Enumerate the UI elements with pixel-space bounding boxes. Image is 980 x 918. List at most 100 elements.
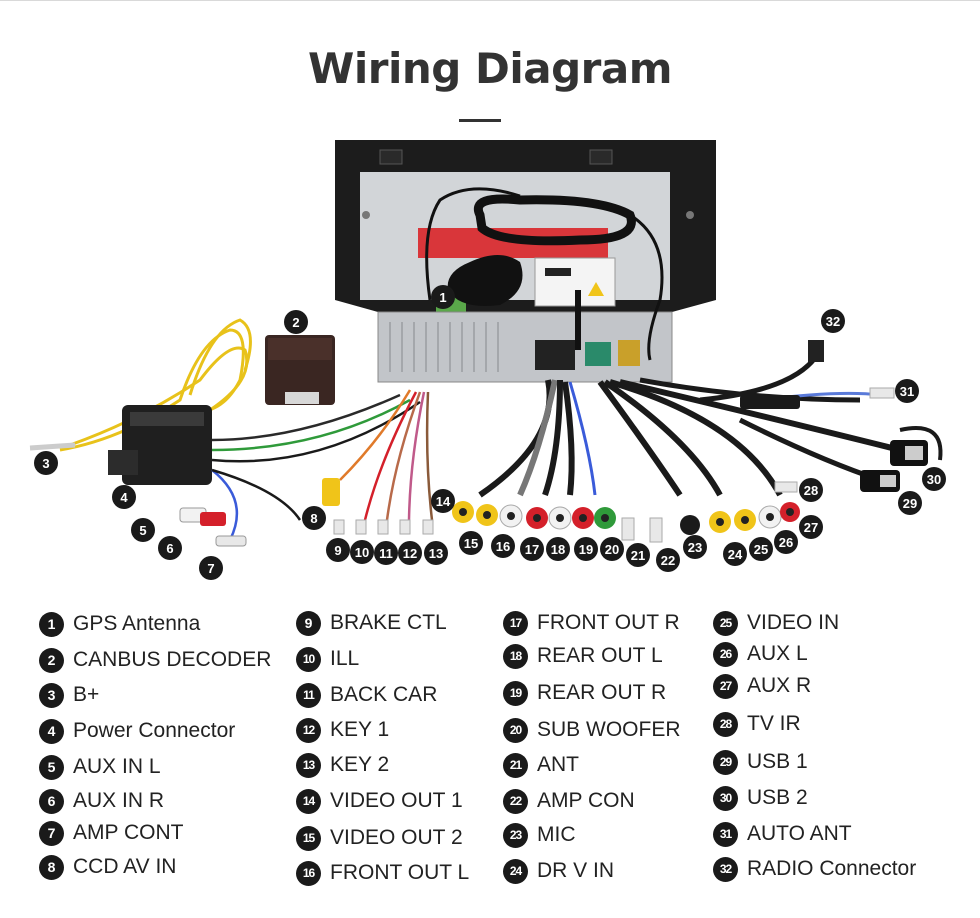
legend-label: CCD AV IN	[73, 855, 177, 878]
legend-label: AUX L	[747, 642, 808, 665]
callout-27: 27	[799, 515, 823, 539]
legend-label: USB 1	[747, 750, 808, 773]
legend-label: CANBUS DECODER	[73, 648, 272, 671]
legend-badge: 1	[39, 611, 64, 637]
legend-item-30: 30 USB 2	[713, 784, 808, 812]
callout-5: 5	[131, 518, 155, 542]
callout-23: 23	[683, 535, 707, 559]
svg-text:29: 29	[903, 496, 917, 511]
callout-26: 26	[774, 530, 798, 554]
callout-18: 18	[546, 537, 570, 561]
svg-text:8: 8	[310, 511, 317, 526]
callout-13: 13	[424, 541, 448, 565]
svg-text:30: 30	[927, 472, 941, 487]
legend-item-26: 26 AUX L	[713, 640, 808, 668]
svg-text:16: 16	[496, 539, 510, 554]
legend-label: AUX IN R	[73, 789, 165, 812]
legend-badge: 6	[39, 788, 64, 814]
callout-21: 21	[626, 543, 650, 567]
callout-7: 7	[199, 556, 223, 580]
svg-text:25: 25	[754, 542, 768, 557]
legend-item-6: 6 AUX IN R	[39, 787, 164, 815]
legend-badge: 16	[296, 860, 321, 886]
wiring-illustration: 1 2 3 4 5 6 7 8 9 10 11 12 13 14 15 16 1…	[29, 140, 946, 580]
legend-item-17: 17 FRONT OUT R	[503, 609, 680, 637]
legend-badge: 28	[713, 711, 738, 737]
legend-badge: 25	[713, 610, 738, 636]
legend-label: KEY 2	[330, 753, 390, 776]
page-title: Wiring Diagram	[308, 44, 672, 93]
legend-label: MIC	[537, 823, 576, 846]
legend-item-14: 14 VIDEO OUT 1	[296, 787, 463, 815]
legend-item-13: 13 KEY 2	[296, 751, 389, 779]
legend: 1 GPS Antenna 2 CANBUS DECODER 3 B+ 4 Po…	[0, 600, 980, 918]
callout-16: 16	[491, 534, 515, 558]
callout-30: 30	[922, 467, 946, 491]
canbus-decoder-box	[265, 335, 335, 405]
legend-label: ANT	[537, 753, 579, 776]
legend-badge: 22	[503, 788, 528, 814]
svg-text:1: 1	[439, 290, 446, 305]
svg-text:20: 20	[605, 542, 619, 557]
legend-badge: 7	[39, 820, 64, 846]
svg-text:2: 2	[292, 315, 299, 330]
legend-badge: 11	[296, 682, 321, 708]
callout-11: 11	[374, 541, 398, 565]
legend-badge: 21	[503, 752, 528, 778]
callout-24: 24	[723, 542, 747, 566]
legend-badge: 3	[39, 682, 64, 708]
legend-item-22: 22 AMP CON	[503, 787, 635, 815]
legend-item-8: 8 CCD AV IN	[39, 853, 176, 881]
legend-item-19: 19 REAR OUT R	[503, 679, 666, 707]
title-underline	[459, 119, 501, 122]
legend-label: B+	[73, 683, 100, 706]
wire-bundles	[211, 348, 901, 541]
legend-item-27: 27 AUX R	[713, 672, 811, 700]
callout-15: 15	[459, 531, 483, 555]
callout-25: 25	[749, 537, 773, 561]
callout-10: 10	[350, 540, 374, 564]
callout-29: 29	[898, 491, 922, 515]
legend-item-29: 29 USB 1	[713, 748, 808, 776]
power-connector	[29, 405, 212, 485]
legend-item-28: 28 TV IR	[713, 710, 801, 738]
legend-label: AUX IN L	[73, 755, 161, 778]
legend-item-1: 1 GPS Antenna	[39, 610, 200, 638]
top-divider	[0, 0, 980, 1]
legend-item-25: 25 VIDEO IN	[713, 609, 839, 637]
legend-badge: 4	[39, 718, 64, 744]
legend-item-7: 7 AMP CONT	[39, 819, 183, 847]
callout-31: 31	[895, 379, 919, 403]
callout-1: 1	[431, 285, 455, 309]
legend-item-4: 4 Power Connector	[39, 717, 235, 745]
svg-text:15: 15	[464, 536, 478, 551]
callouts: 1 2 3 4 5 6 7 8 9 10 11 12 13 14 15 16 1…	[34, 285, 946, 580]
legend-item-10: 10 ILL	[296, 645, 359, 673]
legend-badge: 27	[713, 673, 738, 699]
legend-label: BACK CAR	[330, 683, 438, 706]
legend-badge: 30	[713, 785, 738, 811]
legend-label: SUB WOOFER	[537, 718, 681, 741]
svg-text:23: 23	[688, 540, 702, 555]
legend-item-32: 32 RADIO Connector	[713, 855, 916, 883]
legend-badge: 12	[296, 717, 321, 743]
legend-label: AMP CON	[537, 789, 635, 812]
callout-2: 2	[284, 310, 308, 334]
svg-text:9: 9	[334, 543, 341, 558]
callout-12: 12	[398, 541, 422, 565]
legend-badge: 31	[713, 821, 738, 847]
legend-label: REAR OUT L	[537, 644, 663, 667]
callout-17: 17	[520, 537, 544, 561]
svg-text:3: 3	[42, 456, 49, 471]
legend-badge: 19	[503, 680, 528, 706]
legend-label: GPS Antenna	[73, 612, 201, 635]
callout-6: 6	[158, 536, 182, 560]
legend-label: DR V IN	[537, 859, 615, 882]
legend-badge: 10	[296, 646, 321, 672]
svg-text:7: 7	[207, 561, 214, 576]
legend-label: VIDEO OUT 2	[330, 826, 463, 849]
callout-19: 19	[574, 537, 598, 561]
callout-22: 22	[656, 548, 680, 572]
legend-badge: 8	[39, 854, 64, 880]
legend-item-24: 24 DR V IN	[503, 857, 614, 885]
